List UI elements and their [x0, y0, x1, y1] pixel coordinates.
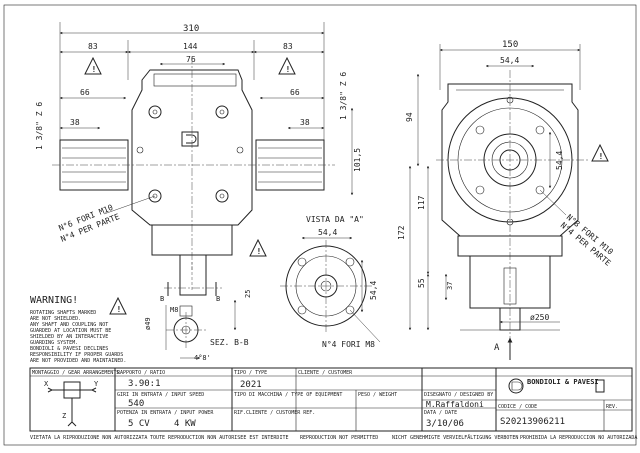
section-w25: 25 — [244, 290, 252, 298]
dim-right-66: 66 — [290, 88, 300, 97]
section-angle: 4°8' — [194, 354, 211, 362]
svg-text:!: ! — [257, 247, 262, 256]
gear-arrangement-diagram: X Y Z — [44, 380, 99, 427]
brand-name: BONDIOLI & PAVESI — [527, 378, 599, 386]
type-value: 2021 — [240, 380, 262, 390]
rev-label: REV. — [606, 404, 618, 410]
dim-right-shaft: 83 — [283, 42, 293, 51]
sheet-frame — [3, 4, 637, 446]
view-from-a: VISTA DA "A" 54,4 54,4 N°4 FORI M8 — [280, 215, 381, 349]
dim-left-38: 38 — [70, 118, 80, 127]
footer-notices: VIETATA LA RIPRODUZIONE NON AUTORIZZATA … — [30, 434, 637, 441]
warning-line: ROTATING SHAFTS MARKED — [30, 310, 96, 316]
ratio-value: 3.90:1 — [128, 379, 161, 389]
warning-triangle-icon: ! — [84, 56, 102, 75]
dim-h55: 55 — [417, 278, 426, 288]
input-power-label: POTENZA IN ENTRATA / INPUT POWER — [117, 410, 214, 416]
svg-text:Y: Y — [94, 380, 99, 388]
view-a-title: VISTA DA "A" — [306, 215, 364, 224]
footer-notice: REPRODUCTION NOT PERMITTED — [300, 435, 378, 441]
spline-left: 1 3/8" Z 6 — [35, 102, 44, 150]
dim-top-flange: 76 — [186, 55, 196, 64]
svg-text:Z: Z — [62, 412, 66, 420]
arrangement-label: MONTAGGIO / GEAR ARRANGEMENTS — [32, 370, 119, 376]
date-label: DATA / DATE — [424, 410, 457, 416]
dim-left-shaft: 83 — [88, 42, 98, 51]
footer-notice: TOUTE REPRODUCTION NON AUTORISEE EST INT… — [150, 435, 288, 441]
section-view: ø49 M8 25 SEZ. B-B 4°8' ! — [109, 290, 252, 362]
dim-width-150: 150 — [502, 40, 518, 50]
brand-logo: BONDIOLI & PAVESI — [508, 378, 605, 394]
warning-line: RESPONSIBILITY IF PROPER GUARDS — [30, 352, 123, 358]
warning-triangle-icon: ! — [278, 56, 296, 75]
footer-notice: VIETATA LA RIPRODUZIONE NON AUTORIZZATA — [30, 435, 147, 441]
warning-title: WARNING! — [30, 295, 78, 306]
dim-right-38: 38 — [300, 118, 310, 127]
svg-text:!: ! — [599, 152, 604, 161]
code-value: S20213906211 — [500, 417, 565, 427]
title-block: MONTAGGIO / GEAR ARRANGEMENTS X Y Z RAPP… — [29, 367, 633, 432]
view-a-holes: N°4 FORI M8 — [322, 340, 375, 349]
svg-text:B: B — [216, 295, 220, 303]
dim-height-1015: 101,5 — [353, 148, 362, 172]
warning-line: BONDIOLI & PAVESI DECLINES — [30, 346, 108, 352]
section-d-left: ø49 — [144, 317, 152, 330]
input-power-cv: 5 CV — [128, 419, 150, 429]
dim-phi250: ø250 — [530, 313, 549, 322]
dim-h37: 37 — [446, 282, 454, 290]
dim-h172: 172 — [397, 225, 406, 240]
warning-line: GUARDING SYSTEM. — [30, 340, 78, 346]
view-a-d54-side: 54,4 — [369, 281, 378, 300]
side-view: 150 54,4 94 117 172 55 37 54,4 — [397, 40, 615, 360]
customer-ref-label: RIF.CLIENTE / CUSTOMER REF. — [234, 410, 315, 416]
ratio-label: RAPPORTO / RATIO — [117, 370, 165, 376]
warning-triangle-icon: ! — [109, 296, 127, 315]
svg-text:X: X — [44, 380, 49, 388]
dim-h117: 117 — [417, 195, 426, 210]
designer-label: DISEGNATO / DESIGNED BY — [424, 392, 493, 398]
svg-text:!: ! — [117, 305, 122, 314]
warning-line: ANY SHAFT AND COUPLING NOT — [30, 322, 108, 328]
svg-text:!: ! — [286, 65, 291, 74]
type-label: TIPO / TYPE — [234, 370, 267, 376]
warning-line: ARE NOT PROVIDED AND MAINTAINED. — [30, 358, 126, 364]
dim-d54-side: 54,4 — [555, 151, 564, 170]
spline-right: 1 3/8" Z 6 — [339, 72, 348, 120]
equipment-label: TIPO DI MACCHINA / TYPE OF EQUIPMENT — [234, 392, 342, 398]
customer-label: CLIENTE / CUSTOMER — [298, 370, 353, 376]
code-label: CODICE / CODE — [498, 404, 537, 410]
footer-notice: PROHIBIDA LA REPRODUCCION NO AUTORIZADA — [520, 435, 637, 441]
svg-text:!: ! — [92, 65, 97, 74]
date-value: 3/10/06 — [426, 419, 464, 429]
input-speed-value: 540 — [128, 399, 144, 409]
warning-line: SHIELDED BY AN INTERACTIVE — [30, 334, 108, 340]
dim-overall: 310 — [183, 24, 199, 34]
dim-body: 144 — [183, 42, 198, 51]
warning-box: WARNING! ROTATING SHAFTS MARKED ARE NOT … — [30, 295, 126, 364]
dim-h94: 94 — [405, 112, 414, 122]
input-power-kw: 4 KW — [174, 419, 196, 429]
dim-left-66: 66 — [80, 88, 90, 97]
section-m8: M8 — [170, 306, 178, 314]
svg-text:B: B — [160, 295, 164, 303]
weight-label: PESO / WEIGHT — [358, 392, 397, 398]
dim-d54-top: 54,4 — [500, 56, 519, 65]
footer-notice: NICHT GENEHMIGTE VERVIELFÄLTIGUNG VERBOT… — [392, 434, 518, 441]
section-title: SEZ. B-B — [210, 338, 249, 347]
view-arrow-a: A — [494, 343, 500, 353]
warning-line: GUARDED AT LOCATION MUST BE — [30, 328, 111, 334]
front-view: 310 83 144 83 76 66 66 38 38 1 3/8" Z 6 … — [35, 22, 362, 303]
warning-triangle-icon: ! — [591, 143, 609, 162]
warning-triangle-icon: ! — [249, 238, 267, 257]
input-speed-label: GIRI IN ENTRATA / INPUT SPEED — [117, 392, 204, 398]
view-a-d54-top: 54,4 — [318, 228, 337, 237]
designer-value: M.Raffaldoni — [426, 400, 484, 409]
warning-line: ARE NOT SHIELDED. — [30, 316, 81, 322]
